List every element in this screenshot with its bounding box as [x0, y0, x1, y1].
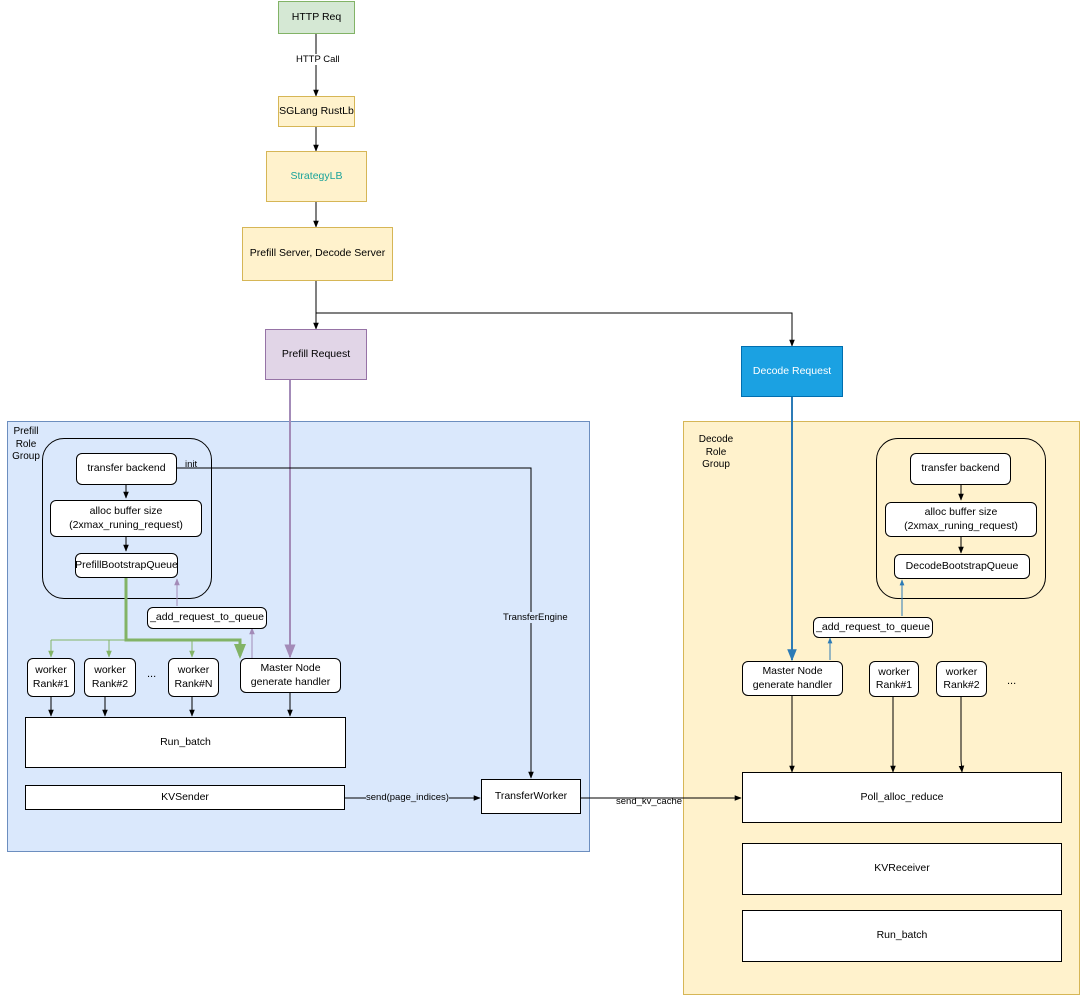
init-label: init — [185, 459, 198, 470]
rustlb-node[interactable]: SGLang RustLb — [278, 96, 355, 127]
prefill-worker-rank-2[interactable]: worker Rank#2 — [84, 658, 136, 697]
edge-decode-worker2-poll — [958, 697, 965, 773]
prefill-bootstrap-queue[interactable]: PrefillBootstrapQueue — [75, 553, 178, 578]
prefill-request-node[interactable]: Prefill Request — [265, 329, 367, 380]
prefill-worker-rank-n[interactable]: worker Rank#N — [168, 658, 219, 697]
decode-bootstrap-queue[interactable]: DecodeBootstrapQueue — [894, 554, 1030, 579]
servers-node[interactable]: Prefill Server, Decode Server — [242, 227, 393, 281]
prefill-alloc-buffer[interactable]: alloc buffer size (2xmax_runing_request) — [50, 500, 202, 537]
prefill-worker-ellipsis: ... — [147, 668, 157, 680]
decode-transfer-backend[interactable]: transfer backend — [910, 453, 1011, 485]
decode-request-node[interactable]: Decode Request — [741, 346, 843, 397]
http-req-node[interactable]: HTTP Req — [278, 1, 355, 34]
decode-add-request[interactable]: _add_request_to_queue — [813, 617, 933, 638]
prefill-run-batch[interactable]: Run_batch — [25, 717, 346, 768]
prefill-role-group-label: Prefill Role Group — [12, 426, 40, 462]
prefill-add-request[interactable]: _add_request_to_queue — [147, 607, 267, 629]
decode-master-node[interactable]: Master Node generate handler — [742, 661, 843, 696]
kvsender-node[interactable]: KVSender — [25, 785, 345, 810]
decode-worker-ellipsis: ... — [1007, 675, 1017, 687]
poll-alloc-reduce-node[interactable]: Poll_alloc_reduce — [742, 772, 1062, 823]
prefill-worker-rank-1[interactable]: worker Rank#1 — [27, 658, 75, 697]
decode-alloc-buffer[interactable]: alloc buffer size (2xmax_runing_request) — [885, 502, 1037, 537]
decode-run-batch[interactable]: Run_batch — [742, 910, 1062, 962]
strategylb-node[interactable]: StrategyLB — [266, 151, 367, 202]
decode-role-group-label: Decode Role Group — [698, 434, 734, 470]
send-page-indices-label: send(page_indices) — [366, 792, 449, 804]
edge-servers-decode — [316, 312, 795, 347]
send-kv-cache-label: send_kv_cache — [616, 796, 683, 807]
transfer-engine-label: TransferEngine — [503, 612, 568, 624]
kvreceiver-node[interactable]: KVReceiver — [742, 843, 1062, 895]
transfer-worker-node[interactable]: TransferWorker — [481, 779, 581, 814]
prefill-master-node[interactable]: Master Node generate handler — [240, 658, 341, 693]
edge-init-transfer-worker — [177, 467, 534, 779]
prefill-transfer-backend[interactable]: transfer backend — [76, 453, 177, 485]
decode-init-container — [876, 438, 1046, 599]
decode-worker-rank-2[interactable]: worker Rank#2 — [936, 661, 987, 697]
http-call-label: HTTP Call — [296, 54, 340, 66]
decode-worker-rank-1[interactable]: worker Rank#1 — [869, 661, 919, 697]
